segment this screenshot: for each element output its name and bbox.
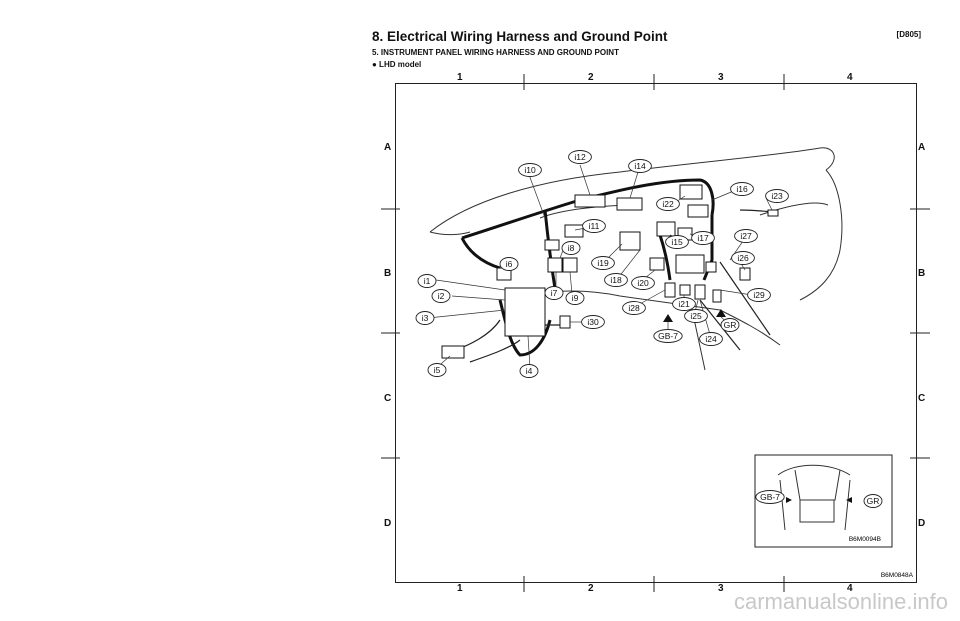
callout-i11: i11 [582,219,606,233]
callout-label-inset-gr: GR [867,496,880,506]
callout-i18: i18 [604,273,628,287]
callout-label-i21: i21 [678,299,690,309]
row-label-c-right: C [918,393,926,404]
callout-i1: i1 [417,274,437,288]
row-label-c: C [384,393,392,404]
callout-label-i6: i6 [506,259,513,269]
column-label-2: 2 [588,72,594,83]
callout-label-i7: i7 [551,288,558,298]
callout-label-i18: i18 [610,275,622,285]
callout-label-i28: i28 [628,303,640,313]
row-label-a-right: A [918,142,926,153]
doc-code: [D805] [896,30,921,39]
callout-i23: i23 [765,189,789,203]
callout-i17: i17 [691,231,715,245]
callout-label-i24: i24 [705,334,717,344]
callout-i4: i4 [519,364,539,378]
callout-label-i16: i16 [736,184,748,194]
callout-i30: i30 [581,315,605,329]
connector-blocks [441,184,779,359]
callout-label-i10: i10 [524,165,536,175]
callout-inset-gr: GR [863,494,883,508]
callout-label-i30: i30 [587,317,599,327]
callout-label-i17: i17 [697,233,709,243]
callout-label-i20: i20 [637,278,649,288]
callout-i6: i6 [499,257,519,271]
callout-label-i23: i23 [771,191,783,201]
row-label-d-right: D [918,518,926,529]
callout-i27: i27 [734,229,758,243]
callout-i21: i21 [672,297,696,311]
callout-inset-gb-7: GB-7 [755,490,785,504]
callout-label-i15: i15 [671,237,683,247]
callout-label-i22: i22 [662,199,674,209]
column-label-2-bottom: 2 [588,583,594,594]
callout-i12: i12 [568,150,592,164]
callout-label-i19: i19 [597,258,609,268]
column-label-4-bottom: 4 [847,583,853,594]
callout-i15: i15 [665,235,689,249]
callout-i9: i9 [565,291,585,305]
callout-i2: i2 [431,289,451,303]
callout-gb-7: GB-7 [653,329,683,343]
callout-i28: i28 [622,301,646,315]
row-label-d: D [384,518,392,529]
row-label-b: B [384,268,392,279]
column-label-3-bottom: 3 [718,583,724,594]
model-label: ● LHD model [372,60,422,69]
callout-label-i2: i2 [438,291,445,301]
callout-i5: i5 [427,363,447,377]
callout-label-i9: i9 [572,293,579,303]
page-title: 8. Electrical Wiring Harness and Ground … [372,29,668,44]
callout-i22: i22 [656,197,680,211]
callout-i19: i19 [591,256,615,270]
figure-code: B6M0848A [881,572,914,579]
callout-label-i3: i3 [422,313,429,323]
callout-label-i5: i5 [434,365,441,375]
callout-label-i4: i4 [526,366,533,376]
callout-label-i1: i1 [424,276,431,286]
callout-label-i26: i26 [737,253,749,263]
callout-i20: i20 [631,276,655,290]
callout-i24: i24 [699,332,723,346]
callout-label-gb-7: GB-7 [658,331,678,341]
callout-i14: i14 [628,159,652,173]
callout-i3: i3 [415,311,435,325]
callout-label-i29: i29 [753,290,765,300]
callout-gr: GR [720,318,740,332]
callout-label-i11: i11 [589,221,600,231]
callout-label-i27: i27 [740,231,752,241]
callout-i16: i16 [730,182,754,196]
callout-i29: i29 [747,288,771,302]
section-subtitle: 5. INSTRUMENT PANEL WIRING HARNESS AND G… [372,48,619,57]
ground-arrows [663,309,726,322]
callout-i26: i26 [731,251,755,265]
callout-label-i8: i8 [568,243,575,253]
callout-i10: i10 [518,163,542,177]
column-label-3: 3 [718,72,724,83]
grid-ticks [381,74,930,592]
row-label-b-right: B [918,268,926,279]
callout-label-i25: i25 [690,311,702,321]
column-label-4: 4 [847,72,853,83]
inset-figure-code: B6M0094B [849,536,881,543]
callout-label-gr: GR [724,320,737,330]
instrument-panel-outline [429,147,843,371]
callout-label-i14: i14 [634,161,646,171]
callout-i8: i8 [561,241,581,255]
watermark: carmanualsonline.info [733,589,948,614]
callout-label-inset-gb-7: GB-7 [760,492,780,502]
callout-i7: i7 [544,286,564,300]
callout-label-i12: i12 [574,152,586,162]
row-label-a: A [384,142,392,153]
callout-i25: i25 [684,309,708,323]
column-label-1: 1 [457,72,463,83]
column-label-1-bottom: 1 [457,583,463,594]
